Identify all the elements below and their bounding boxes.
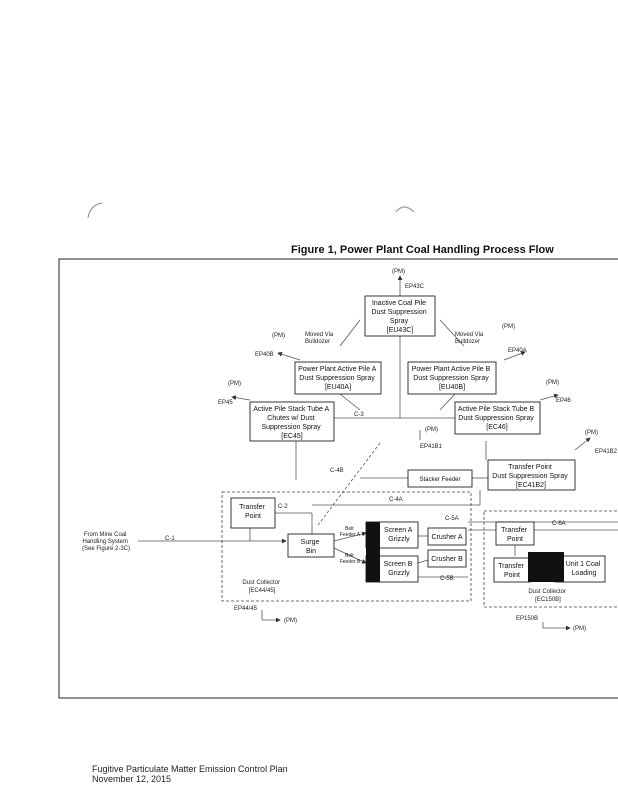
page-footer: Fugitive Particulate Matter Emission Con…	[92, 764, 288, 784]
screen-a-text: Screen A Grizzly	[384, 527, 414, 543]
label-ep43c: EP43C	[405, 284, 425, 290]
binder-hole-right	[395, 206, 415, 213]
label-ep41b2: EP41B2	[595, 449, 618, 455]
transfer-spray-text: Transfer Point Dust Suppression Spray [E…	[492, 464, 569, 489]
active-pile-a-text: Power Plant Active Pile A Dust Suppressi…	[298, 366, 378, 391]
label-moved-left: Moved Via Bulldozer	[305, 332, 335, 345]
label-pm-bottom-left: (PM)	[284, 618, 297, 624]
active-pile-b-text: Power Plant Active Pile B Dust Suppressi…	[412, 366, 493, 391]
crusher-a-text: Crusher A	[431, 534, 462, 541]
stack-tube-b-text: Active Pile Stack Tube B Dust Suppressio…	[458, 406, 536, 431]
dust-collector-left-region	[221, 491, 472, 602]
label-pm-left2: (PM)	[228, 381, 241, 387]
label-pm-bottom-right: (PM)	[573, 626, 586, 632]
box-surge-bin	[287, 533, 335, 558]
label-dust-collector-left: Dust Collector [EC44/45]	[242, 580, 281, 594]
label-pm-right2: (PM)	[546, 380, 559, 386]
redaction-block	[528, 552, 564, 582]
box-stacker-feeder	[407, 469, 473, 488]
footer-line-2: November 12, 2015	[92, 774, 172, 784]
inactive-pile-text: Inactive Coal Pile Dust Suppression Spra…	[371, 300, 428, 334]
transfer-right-2-text: Transfer Point	[498, 563, 526, 579]
screen-b-text: Screen B Grizzly	[384, 561, 415, 577]
label-c4a: C-4A	[389, 497, 403, 503]
footer-line-1: Fugitive Particulate Matter Emission Con…	[92, 764, 288, 774]
binder-hole-left	[87, 202, 103, 219]
dust-collector-right-region	[483, 510, 618, 608]
transfer-left-text: Transfer Point	[239, 504, 267, 520]
label-ep150b: EP150B	[516, 616, 538, 622]
box-transfer-spray	[487, 459, 576, 491]
stacker-feeder-text: Stacker Feeder	[419, 477, 460, 483]
label-from-mine: From Mine Coal Handling System (See Figu…	[82, 532, 130, 552]
transfer-right-1-text: Transfer Point	[501, 527, 529, 543]
label-c3: C-3	[354, 412, 364, 418]
box-stack-tube-b	[454, 401, 541, 435]
box-inactive-pile	[364, 295, 436, 337]
box-crusher-b	[427, 549, 467, 568]
label-dust-collector-right: Dust Collector [EC150B]	[528, 589, 567, 603]
label-ep40b: EP40B	[255, 352, 274, 358]
box-transfer-left	[230, 497, 276, 529]
label-c5a: C-5A	[445, 516, 459, 522]
box-active-pile-a	[294, 361, 382, 395]
label-ep40a: EP40A	[508, 348, 527, 354]
stack-tube-a-text: Active Pile Stack Tube A Chutes w/ Dust …	[253, 406, 330, 440]
box-active-pile-b	[407, 361, 497, 395]
screen-shade	[366, 522, 380, 582]
unit-coal-text: Unit 1 Coal Loading	[566, 561, 603, 577]
label-belt-a: Belt Feeder A	[340, 526, 361, 538]
label-belt-b: Belt Feeder B	[340, 553, 361, 565]
box-transfer-right-1	[495, 521, 535, 546]
box-crusher-a	[427, 527, 467, 546]
box-stack-tube-a	[249, 401, 335, 442]
label-c4b: C-4B	[330, 468, 344, 474]
label-pm-top: (PM)	[392, 269, 405, 275]
label-pm-right: (PM)	[502, 324, 515, 330]
label-moved-right: Moved Via Bulldozer	[455, 332, 485, 345]
label-c2: C-2	[278, 504, 288, 510]
label-pm-far-right: (PM)	[585, 430, 598, 436]
label-c6a: C-6A	[552, 521, 566, 527]
label-ep45: EP45	[218, 400, 233, 406]
label-ep44-45: EP44/45	[234, 606, 258, 612]
label-c5b: C-5B	[440, 576, 454, 582]
label-pm-left: (PM)	[272, 333, 285, 339]
label-pm-mid: (PM)	[425, 427, 438, 433]
crusher-b-text: Crusher B	[431, 556, 463, 563]
figure-title: Figure 1, Power Plant Coal Handling Proc…	[291, 244, 554, 256]
label-ep46: EP46	[556, 398, 571, 404]
label-ep41b1: EP41B1	[420, 444, 443, 450]
label-c1: C-1	[165, 536, 175, 542]
figure-frame	[58, 258, 618, 699]
surge-bin-text: Surge Bin	[301, 539, 322, 555]
